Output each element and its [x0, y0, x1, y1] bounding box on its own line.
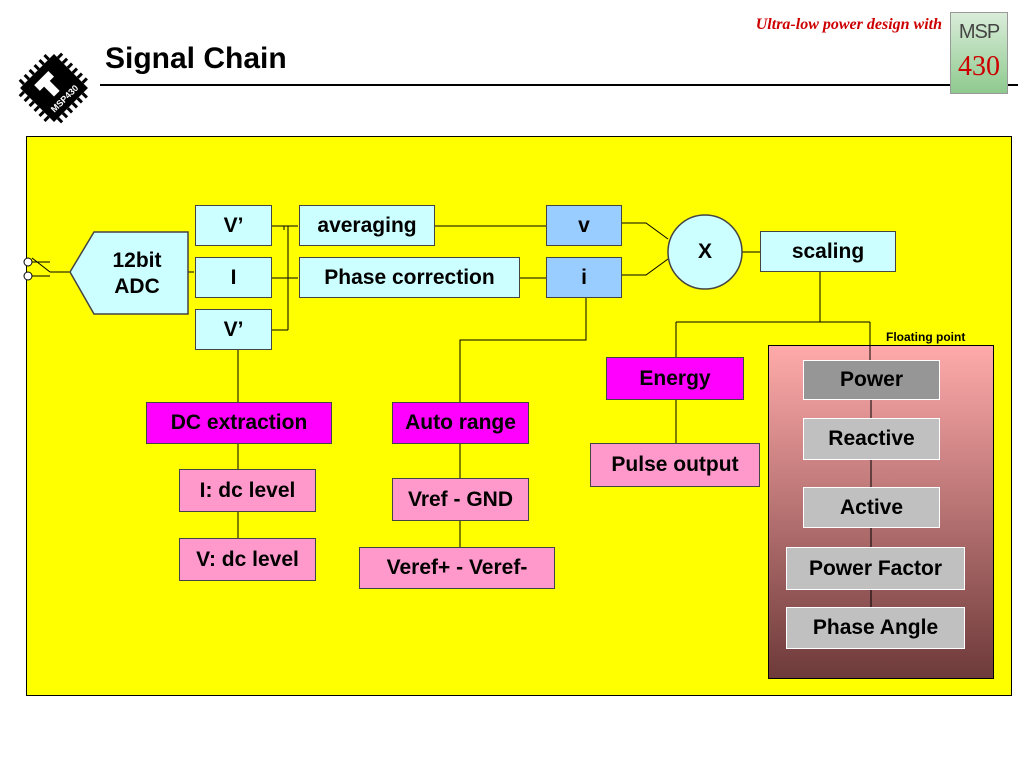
i-dc-level-block: I: dc level: [179, 469, 316, 512]
i-input-block: I: [195, 257, 272, 298]
auto-range-block: Auto range: [392, 402, 529, 444]
page-title: Signal Chain: [105, 42, 287, 75]
power-factor-block: Power Factor: [786, 547, 965, 590]
ti-msp430-chip-logo: MSP430: [14, 48, 94, 128]
adc-block: 12bit ADC: [92, 248, 182, 300]
phase-correction-block: Phase correction: [299, 257, 520, 298]
v-prime-bottom-block: V’: [195, 309, 272, 350]
scaling-block: scaling: [760, 231, 896, 272]
i-signal-block: i: [546, 257, 622, 298]
veref-block: Veref+ - Veref-: [359, 547, 555, 589]
brand-tagline: Ultra-low power design with: [755, 16, 942, 33]
floating-point-label: Floating point: [886, 330, 966, 344]
pulse-output-block: Pulse output: [590, 443, 760, 487]
vref-gnd-block: Vref - GND: [392, 478, 529, 521]
power-block: Power: [803, 360, 940, 400]
adc-label-line1: 12bit: [112, 249, 162, 272]
logo-line2: 430: [958, 51, 1000, 82]
v-prime-top-block: V’: [195, 205, 272, 246]
adc-label-line2: ADC: [114, 275, 160, 298]
v-signal-block: v: [546, 205, 622, 246]
phase-angle-block: Phase Angle: [786, 607, 965, 649]
active-block: Active: [803, 487, 940, 528]
reactive-block: Reactive: [803, 418, 940, 460]
title-divider: [100, 84, 1018, 86]
chip-logo-icon: MSP430: [18, 52, 88, 124]
energy-block: Energy: [606, 357, 744, 400]
dc-extraction-block: DC extraction: [146, 402, 332, 444]
v-dc-level-block: V: dc level: [179, 538, 316, 581]
logo-line1: MSP: [958, 21, 1000, 43]
averaging-block: averaging: [299, 205, 435, 246]
multiplier-block: X: [697, 240, 712, 263]
msp430-logo: MSP 430: [950, 12, 1008, 94]
